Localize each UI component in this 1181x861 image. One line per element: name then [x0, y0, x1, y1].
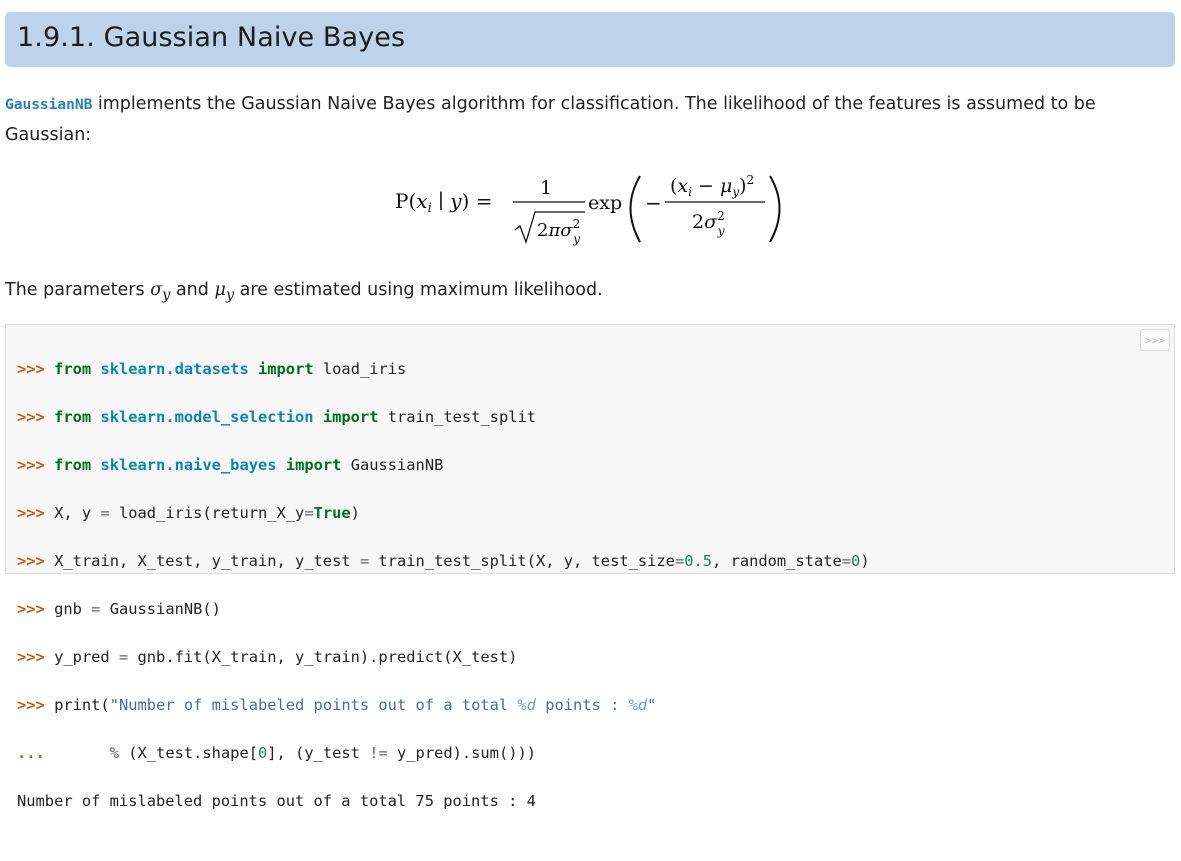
formula-lhs: P(xi ∣ y) = [395, 189, 493, 216]
code-line-1: >>> from sklearn.datasets import load_ir… [17, 360, 407, 378]
code-line-8: >>> print("Number of mislabeled points o… [17, 696, 657, 714]
mu-subscript: y [225, 286, 235, 304]
formula-exp-numerator: (xi − μy)2 [670, 173, 754, 199]
toggle-prompt-button[interactable]: >>> [1140, 329, 1170, 351]
code-line-2: >>> from sklearn.model_selection import … [17, 408, 537, 426]
params-text-after: are estimated using maximum likelihood. [234, 280, 603, 300]
code-line-3: >>> from sklearn.naive_bayes import Gaus… [17, 456, 444, 474]
params-text-before: The parameters [5, 280, 151, 300]
section-header: 1.9.1. Gaussian Naive Bayes [5, 12, 1175, 67]
params-text-and: and [170, 280, 215, 300]
svg-text:−: − [645, 191, 662, 215]
formula-numerator: 1 [540, 177, 552, 199]
section-title: 1.9.1. Gaussian Naive Bayes [17, 22, 406, 53]
intro-paragraph: GaussianNB implements the Gaussian Naive… [5, 89, 1145, 150]
mu-symbol: μ [214, 280, 226, 300]
intro-text: implements the Gaussian Naive Bayes algo… [5, 94, 1096, 145]
sigma-subscript: y [162, 286, 171, 304]
code-lines: >>> from sklearn.datasets import load_ir… [17, 333, 870, 861]
code-output-line: Number of mislabeled points out of a tot… [17, 792, 536, 810]
code-example-block[interactable]: >>> >>> from sklearn.datasets import loa… [5, 324, 1175, 810]
code-line-4: >>> X, y = load_iris(return_X_y=True) [17, 504, 360, 522]
code-line-7: >>> y_pred = gnb.fit(X_train, y_train).p… [17, 648, 518, 666]
code-line-9: ... % (X_test.shape[0], (y_test != y_pre… [17, 744, 537, 762]
sigma-symbol: σ [150, 280, 163, 300]
gaussiannb-link[interactable]: GaussianNB [5, 97, 93, 113]
code-line-5: >>> X_train, X_test, y_train, y_test = t… [17, 552, 870, 570]
formula-exp: exp [588, 192, 622, 214]
parameters-paragraph: The parameters σy and μy are estimated u… [5, 275, 603, 311]
code-line-6: >>> gnb = GaussianNB() [17, 600, 221, 618]
